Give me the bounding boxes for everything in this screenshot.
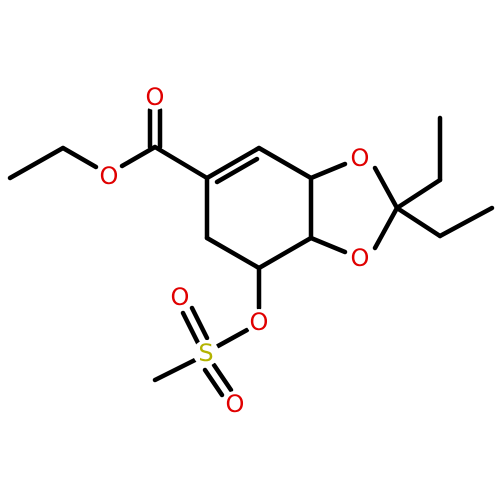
bond-oester-carbonylc <box>119 144 158 169</box>
bond-ring-c5-c6 <box>204 235 262 271</box>
bond-ethyl-ch3-ch2 <box>7 145 66 181</box>
atom-label-o-sulfonyl-1: O <box>171 283 190 311</box>
bond-c3-otop <box>308 161 348 181</box>
bond-s-ch3 <box>152 357 198 383</box>
atom-label-s-mesyl: S <box>198 339 213 367</box>
atom-label-o-mesyl: O <box>250 308 269 336</box>
bond-ring-c4-c5 <box>256 235 314 271</box>
bond-obottom-cq <box>372 205 400 251</box>
bond-omesyl-s <box>215 327 250 349</box>
atom-label-o-ester: O <box>100 162 119 190</box>
bond-s-o1-b <box>189 305 210 341</box>
bond-ring-c2-c3 <box>256 145 314 181</box>
atom-o-ring-top: O <box>347 144 373 172</box>
bond-otop-cq <box>372 165 400 211</box>
atom-label-o-sulfonyl-2: O <box>226 390 245 418</box>
atom-o-carbonyl: O <box>142 83 168 111</box>
atom-label-o-ring-bottom: O <box>351 244 370 272</box>
bond-ethyl2-ch2-ch3 <box>437 205 495 239</box>
bond-s-o2-b <box>211 362 234 393</box>
bond-ring-c1-c2-inner <box>214 156 260 185</box>
bond-c4-obottom <box>308 235 348 255</box>
atom-label-o-ring-top: O <box>351 144 370 172</box>
bond-ethyl-ch2-oester <box>60 145 99 170</box>
atom-o-sulfonyl-2: O <box>222 390 248 418</box>
bond-ring-c1-c2 <box>204 145 262 181</box>
bond-s-o2-a <box>202 367 225 398</box>
bond-cq-ethyl2-ch2 <box>394 205 443 239</box>
bond-cq-ethyl1-ch2 <box>394 177 443 211</box>
atom-o-sulfonyl-1: O <box>167 283 193 311</box>
atom-o-ring-bottom: O <box>347 244 373 272</box>
atom-o-mesyl: O <box>246 308 272 336</box>
atom-s-mesyl: S <box>193 339 219 367</box>
atom-o-ester: O <box>96 162 122 190</box>
bond-carbonylc-ring <box>152 144 210 181</box>
atom-label-o-carbonyl: O <box>146 83 165 111</box>
bond-s-o1-a <box>180 310 201 346</box>
